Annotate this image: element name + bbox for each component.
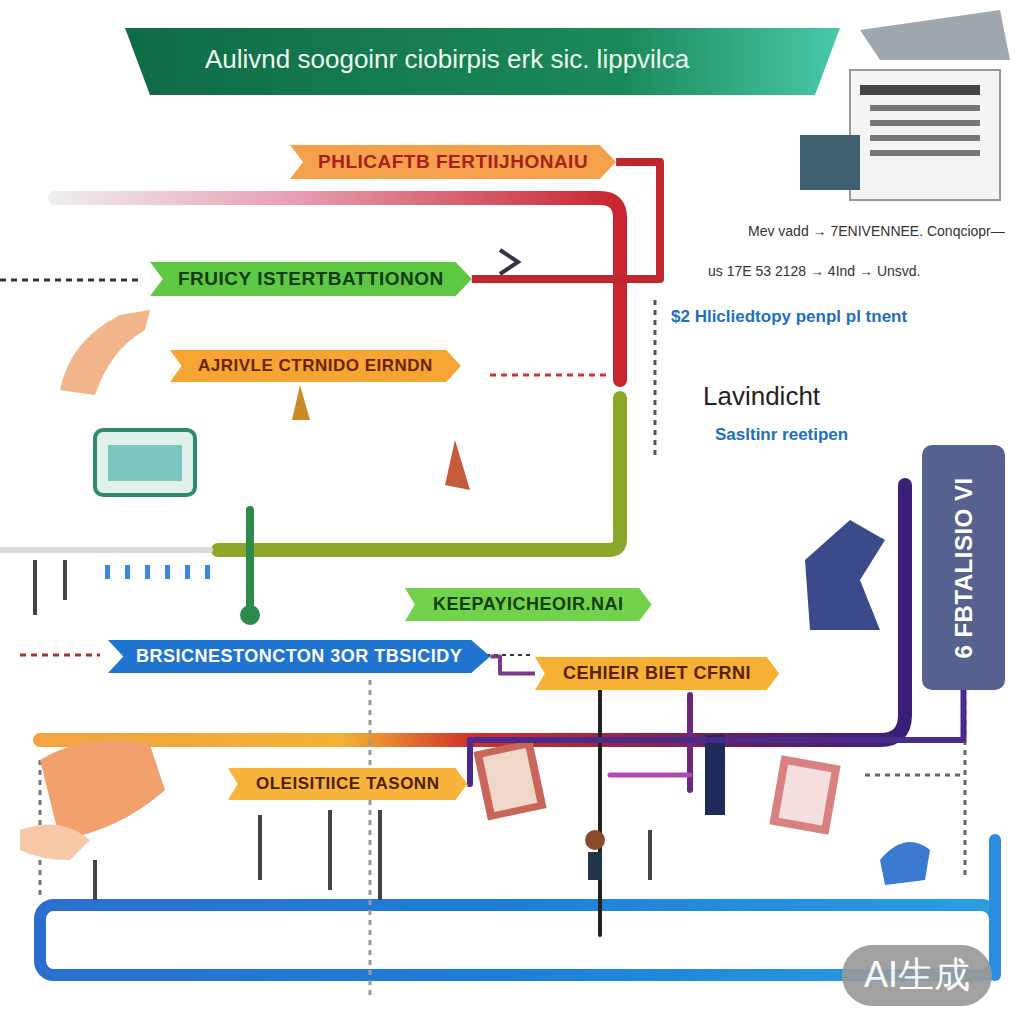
vertical-panel: 6 FBTALISIO VI [922, 445, 1005, 690]
banner-fill [535, 657, 779, 690]
banner-text: PHLICAFTB FERTIIJHONAIU [318, 151, 588, 173]
banner-fill [228, 768, 467, 800]
banner-fill [405, 588, 652, 621]
banner-text: KEEPAYICHEOIR.NAI [433, 594, 624, 615]
connector [467, 690, 963, 784]
title-banner-shape [125, 28, 840, 95]
connector [472, 162, 660, 279]
document-sketch [800, 10, 1010, 200]
connector [490, 657, 535, 674]
banner-text: CEHIEIR BIET CFRNI [563, 663, 751, 684]
diagram-title: Aulivnd soogoinr ciobirpis erk sic. lipp… [205, 44, 689, 75]
banner-fill [170, 350, 461, 382]
watermark: AI生成 [842, 945, 992, 1006]
orange-banner: AJRIVLE CTRNIDO EIRNDN [170, 350, 461, 382]
note-text: Mev vadd → 7ENIVENNEE. Conqciopr— [745, 222, 1008, 240]
green-banner: FRUICY ISTERTBATTIONON [150, 262, 472, 296]
small-figures [20, 250, 930, 900]
dashed-leaders [0, 280, 965, 1000]
banner-fill [108, 640, 490, 673]
banner-fill [150, 262, 472, 296]
banner-text: 6 FBTALISIO VI [950, 477, 978, 658]
note-text: $2 Hlicliedtopy penpl pl tnent [668, 306, 910, 328]
banner-fill [290, 145, 616, 179]
banner-text: AJRIVLE CTRNIDO EIRNDN [198, 356, 433, 376]
pipes [0, 198, 995, 975]
note-text: us 17E 53 2128 → 4Ind → Unsvd. [705, 262, 923, 280]
orange-banner: PHLICAFTB FERTIIJHONAIU [290, 145, 616, 179]
banner-text: FRUICY ISTERTBATTIONON [178, 268, 444, 290]
orange-banner: CEHIEIR BIET CFRNI [535, 657, 779, 690]
note-text: Sasltinr reetipen [712, 424, 851, 446]
blue-banner: BRSICNESTONCTON 3OR TBSICIDY [108, 640, 490, 673]
banner-text: BRSICNESTONCTON 3OR TBSICIDY [136, 646, 462, 667]
note-text: Lavindicht [700, 380, 823, 413]
banner-text: OLEISITIICE TASONN [256, 774, 439, 794]
orange-banner: OLEISITIICE TASONN [228, 768, 467, 800]
green-banner: KEEPAYICHEOIR.NAI [405, 588, 652, 621]
